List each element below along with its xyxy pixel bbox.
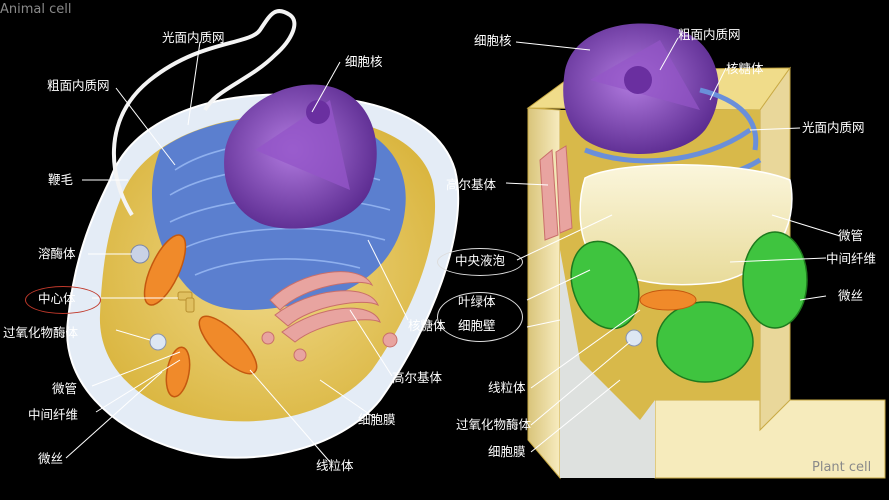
peroxisome-shape	[149, 333, 167, 351]
plant-mitochondrion	[639, 289, 697, 311]
label-animal-cell-membrane: 细胞膜	[358, 412, 396, 427]
label-plant-rough-er: 粗面内质网	[678, 27, 741, 42]
label-animal-intermediate-filament: 中间纤维	[28, 407, 79, 422]
animal-golgi	[261, 271, 398, 362]
animal-leader-lines	[65, 41, 409, 463]
highlight-oval-centrosome	[25, 286, 101, 314]
plant-cell-caption: Plant cell	[812, 460, 872, 475]
lysosome-shape	[130, 244, 150, 264]
plant-golgi	[539, 145, 573, 241]
plant-cell	[505, 23, 886, 480]
label-animal-centrosome: 中心体	[38, 291, 76, 306]
highlight-oval-central-vacuole	[437, 248, 523, 276]
label-animal-mitochondrion: 线粒体	[316, 458, 354, 473]
label-animal-golgi: 高尔基体	[392, 370, 443, 385]
label-animal-flagellum: 鞭毛	[48, 172, 74, 187]
flagellum	[111, 9, 297, 217]
plant-nucleus	[563, 23, 719, 154]
plant-membrane	[560, 250, 655, 478]
label-animal-smooth-er: 光面内质网	[162, 30, 225, 45]
label-plant-microfilament: 微丝	[838, 288, 864, 303]
centrosome-shape	[177, 291, 195, 313]
label-animal-peroxisome: 过氧化物酶体	[3, 325, 79, 340]
label-plant-cell-wall: 细胞壁	[458, 318, 496, 333]
plant-chloroplasts	[570, 231, 808, 383]
plant-leader-lines	[505, 37, 841, 453]
label-plant-central-vacuole: 中央液泡	[455, 253, 506, 268]
animal-cell	[65, 9, 460, 463]
label-plant-mitochondrion: 线粒体	[488, 380, 526, 395]
label-animal-microfilament: 微丝	[38, 451, 64, 466]
label-plant-smooth-er: 光面内质网	[802, 120, 865, 135]
label-plant-nucleus: 细胞核	[474, 33, 512, 48]
animal-nucleus	[224, 84, 377, 229]
label-animal-nucleus: 细胞核	[345, 54, 383, 69]
label-plant-intermediate-filament: 中间纤维	[826, 251, 877, 266]
label-animal-microtubule: 微管	[52, 381, 78, 396]
animal-cell-caption: Animal cell	[0, 2, 72, 17]
label-plant-peroxisome: 过氧化物酶体	[456, 417, 532, 432]
label-plant-golgi: 高尔基体	[446, 177, 497, 192]
label-plant-microtubule: 微管	[838, 228, 864, 243]
highlight-oval-chloroplast-wall	[437, 292, 523, 342]
label-plant-cell-membrane: 细胞膜	[488, 444, 526, 459]
label-animal-lysosome: 溶酶体	[38, 246, 76, 261]
label-animal-ribosome: 核糖体	[408, 318, 446, 333]
label-plant-chloroplast: 叶绿体	[458, 294, 496, 309]
label-animal-rough-er: 粗面内质网	[47, 78, 110, 93]
animal-mitochondria	[143, 234, 258, 398]
label-plant-ribosome: 核糖体	[726, 61, 764, 76]
